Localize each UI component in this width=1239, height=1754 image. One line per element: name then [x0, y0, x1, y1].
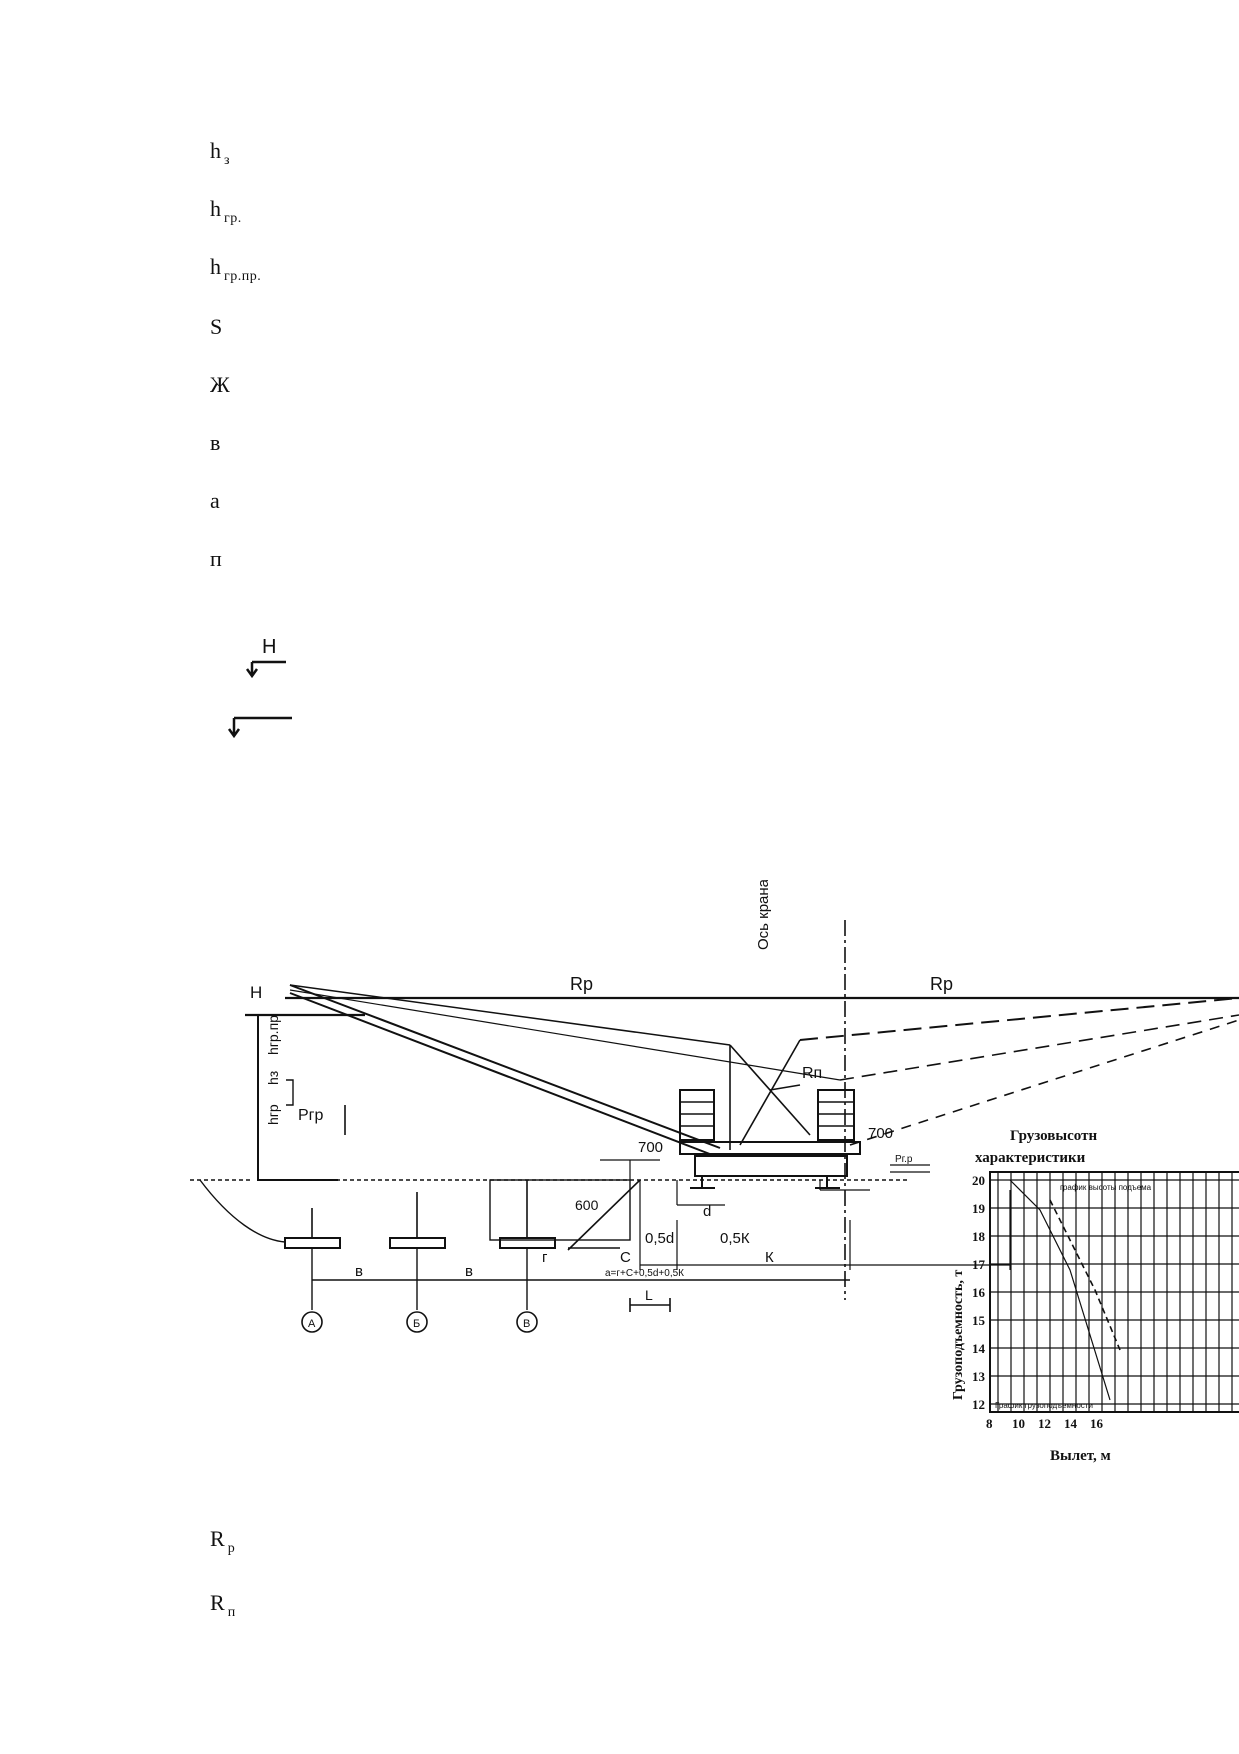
axis-a-icon	[301, 1311, 323, 1333]
dim-c: С	[620, 1249, 631, 1266]
symbol-base: S	[210, 314, 223, 339]
chart-note-bottom: График грузоподъемности	[995, 1401, 1093, 1410]
dim-total: а=г+С+0,5d+0,5К	[605, 1268, 684, 1279]
dim-l: L	[645, 1287, 653, 1303]
chart-ytick-label: 13	[972, 1369, 986, 1384]
rpr-label: Рг.р	[895, 1154, 913, 1165]
chart-ytick-label: 17	[972, 1257, 986, 1272]
prg-label: Ргр	[298, 1107, 324, 1124]
hgrpr-label: hгр.пр	[265, 1015, 281, 1055]
dim-05k: 0,5К	[720, 1230, 750, 1247]
hz-label: hз	[265, 1071, 281, 1085]
symbol-sub: гр.	[224, 211, 242, 226]
chart-xlabel: Вылет, м	[1050, 1448, 1111, 1464]
chart-note-top: график высоты подъема	[1060, 1183, 1152, 1192]
chart-ytick-label: 19	[972, 1201, 986, 1216]
symbol-sub: гр.пр.	[224, 269, 262, 284]
axis-v-icon	[516, 1311, 538, 1333]
symbol-p: п	[210, 546, 222, 572]
dim-700-right: 700	[868, 1125, 893, 1142]
h-label: Н	[250, 983, 262, 1002]
level-mark-arrow-icon	[227, 716, 292, 739]
chart-xtick-label: 16	[1090, 1416, 1104, 1431]
chart-ytick-label: 15	[972, 1313, 986, 1328]
chart-xtick-label: 14	[1064, 1416, 1078, 1431]
symbol-base: Ж	[210, 372, 230, 397]
chart-ytick-label: 12	[972, 1397, 985, 1412]
symbol-base: h	[210, 138, 221, 163]
symbol-base: а	[210, 488, 220, 513]
symbol-sub: р	[227, 1541, 236, 1556]
chart-ytick-label: 14	[972, 1341, 986, 1356]
symbol-s: S	[210, 314, 222, 340]
dim-700-left: 700	[638, 1139, 663, 1156]
level-mark-label: Н	[262, 636, 277, 658]
chart-ytick-label: 16	[972, 1285, 986, 1300]
axis-v-label: В	[523, 1318, 530, 1330]
crane-drawing-svg: Ось крана Rр Rр Rп Н hз hгр hгр.пр Ргр 7…	[190, 880, 1239, 1464]
dim-r: г	[542, 1249, 548, 1266]
capacity-chart: Грузовысотн характеристики Грузоподъемно…	[951, 1128, 1239, 1464]
reach-right-label: Rр	[930, 974, 953, 994]
dim-d: d	[703, 1203, 711, 1220]
chart-title-line2: характеристики	[975, 1150, 1086, 1166]
crane-placement-drawing: Ось крана Rр Rр Rп Н hз hгр hгр.пр Ргр 7…	[190, 880, 1239, 1510]
symbol-base: h	[210, 254, 221, 279]
level-mark-h: Н	[240, 630, 300, 680]
symbol-a: а	[210, 488, 220, 514]
symbol-base: п	[210, 546, 222, 571]
symbol-base: R	[210, 1526, 225, 1551]
chart-ytick-label: 20	[972, 1173, 985, 1188]
rn-label: Rп	[802, 1065, 822, 1082]
chart-xtick-label: 10	[1012, 1416, 1025, 1431]
axis-b-icon	[406, 1311, 428, 1333]
dim-b1: в	[355, 1263, 363, 1280]
chart-title-line1: Грузовысотн	[1010, 1128, 1097, 1144]
symbol-base: R	[210, 1590, 225, 1615]
reach-left-label: Rр	[570, 974, 593, 994]
chart-ytick-label: 18	[972, 1229, 986, 1244]
crane-axis-label: Ось крана	[755, 880, 772, 950]
symbol-sub: з	[224, 153, 231, 168]
dim-600: 600	[575, 1197, 599, 1213]
dim-b2: в	[465, 1263, 473, 1280]
symbol-base: в	[210, 430, 221, 455]
symbol-base: h	[210, 196, 221, 221]
chart-xtick-label: 12	[1038, 1416, 1051, 1431]
symbol-zh: Ж	[210, 372, 230, 398]
level-mark-arrow-icon	[245, 660, 286, 679]
dim-k: К	[765, 1249, 774, 1266]
symbol-sub: п	[227, 1605, 236, 1620]
hgr-label: hгр	[265, 1104, 281, 1125]
chart-ylabel: Грузоподъемность, т	[951, 1270, 966, 1400]
chart-xtick-label: 8	[986, 1416, 993, 1431]
dim-05d: 0,5d	[645, 1230, 674, 1247]
axis-b-label: Б	[413, 1318, 420, 1330]
axis-a-label: А	[308, 1318, 316, 1330]
symbol-v: в	[210, 430, 220, 456]
level-mark-blank	[222, 706, 302, 746]
